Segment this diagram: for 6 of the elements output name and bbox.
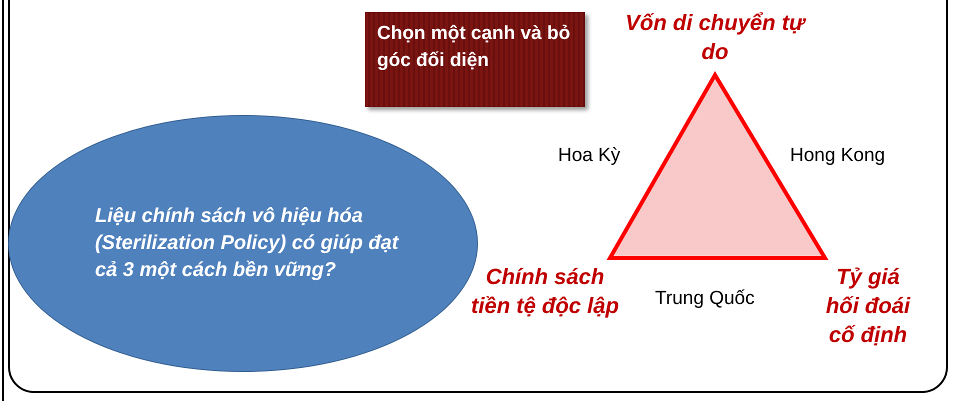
note-box: Chọn một cạnh và bỏ góc đối diện bbox=[365, 12, 585, 107]
side-label: Hoa Kỳ bbox=[558, 144, 620, 168]
corner-label: Tỷ giá hối đoái cố định bbox=[824, 263, 912, 349]
corner-label: Vốn di chuyển tự do bbox=[624, 9, 808, 66]
side-label: Trung Quốc bbox=[655, 287, 755, 311]
side-label: Hong Kong bbox=[790, 144, 886, 168]
